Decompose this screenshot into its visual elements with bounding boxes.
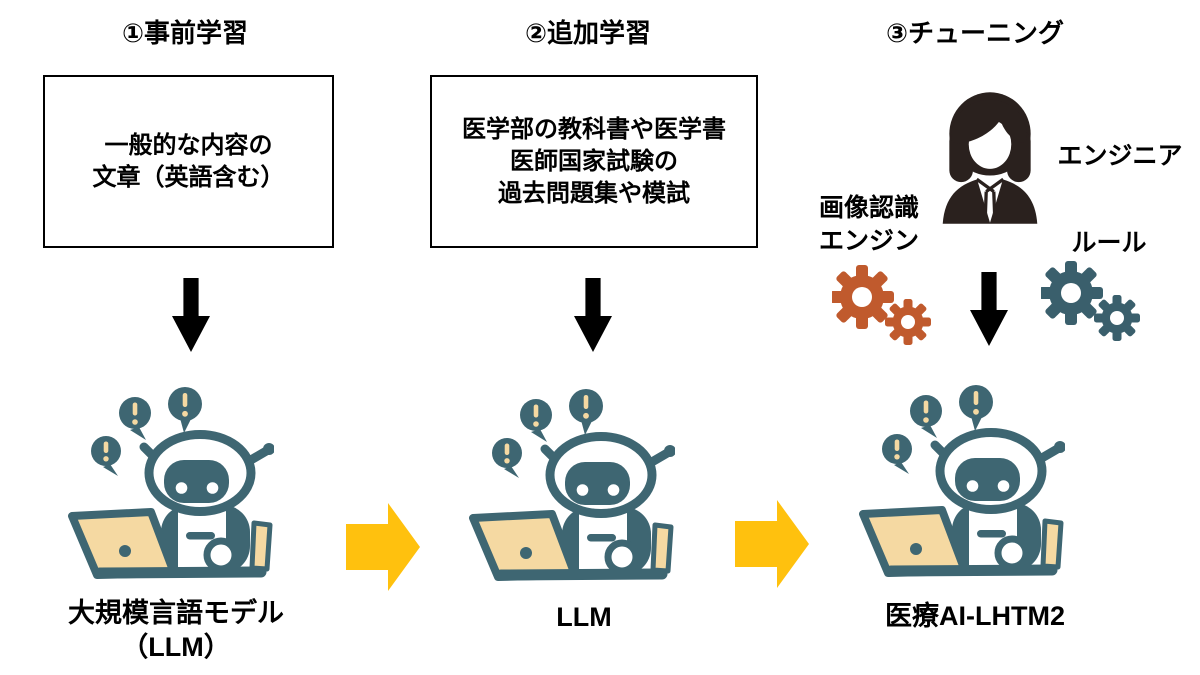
robot-at-laptop-icon [465, 387, 675, 587]
box-line: 医師国家試験の [510, 147, 678, 175]
box-line: 医学部の教科書や医学書 [462, 115, 726, 143]
pretraining-data-box: 一般的な内容の 文章（英語含む） [43, 75, 334, 248]
stage-heading-tuning: ③チューニング [885, 18, 1064, 48]
box-line: 一般的な内容の [104, 131, 273, 159]
down-arrow-icon [574, 277, 612, 353]
down-arrow-icon [172, 277, 210, 353]
right-arrow-icon [735, 500, 809, 588]
stage-heading-additional-training: ②追加学習 [524, 18, 651, 48]
right-arrow-icon [346, 503, 420, 591]
model-label-llm: LLM [556, 602, 612, 632]
robot-at-laptop-icon [64, 385, 274, 585]
robot-at-laptop-icon [855, 383, 1065, 583]
engineer-woman-icon [938, 88, 1042, 228]
engineer-label: エンジニア [1057, 142, 1183, 170]
rule-label: ルール [1071, 229, 1147, 257]
model-label-medical-ai: 医療AI-LHTM2 [885, 601, 1065, 631]
image-recognition-engine-label: 画像認識 エンジン [818, 194, 919, 255]
down-arrow-icon [970, 271, 1008, 347]
gears-icon-orange [832, 265, 938, 347]
model-label-llm-full: 大規模言語モデル （LLM） [68, 598, 284, 662]
stage-heading-pretraining: ①事前学習 [121, 18, 248, 48]
box-line: 過去問題集や模試 [498, 179, 690, 207]
box-line: 文章（英語含む） [92, 163, 285, 191]
additional-training-data-box: 医学部の教科書や医学書 医師国家試験の 過去問題集や模試 [430, 75, 758, 248]
gears-icon-teal [1041, 261, 1147, 343]
